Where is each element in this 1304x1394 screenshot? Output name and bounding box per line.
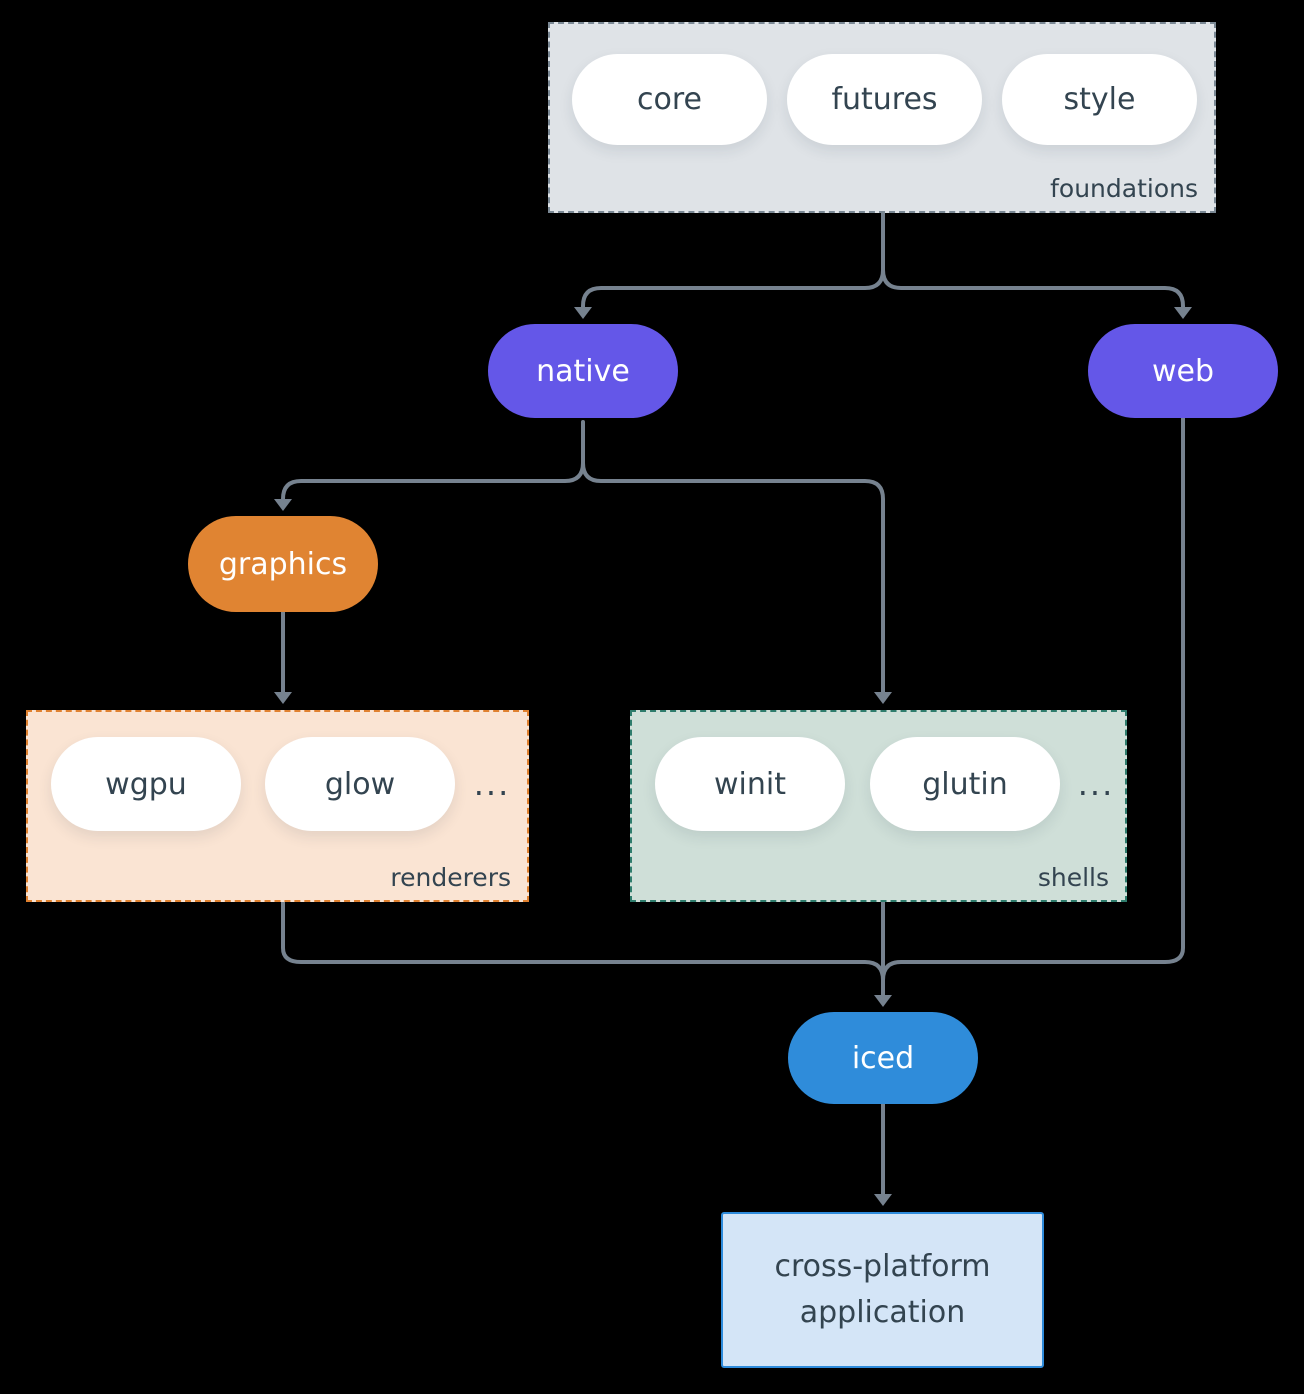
node-wgpu: wgpu	[51, 737, 241, 831]
shells-ellipsis: ...	[1077, 765, 1115, 803]
group-foundations: core futures style foundations	[548, 22, 1216, 213]
node-style-label: style	[1063, 82, 1136, 117]
node-glow-label: glow	[324, 766, 396, 802]
node-glutin: glutin	[870, 737, 1060, 831]
app-label-line1: cross-platform	[774, 1249, 991, 1284]
node-core-label: core	[637, 82, 702, 117]
node-futures: futures	[787, 54, 982, 145]
renderers-ellipsis: ...	[473, 765, 511, 803]
node-wgpu-label: wgpu	[105, 766, 187, 802]
node-futures-label: futures	[831, 82, 938, 117]
app-label-line2: application	[799, 1295, 966, 1330]
group-label-shells: shells	[1037, 863, 1109, 892]
node-graphics-label: graphics	[218, 546, 348, 582]
node-style: style	[1002, 54, 1197, 145]
node-iced: iced	[788, 1012, 978, 1104]
node-glutin-label: glutin	[922, 766, 1008, 802]
node-iced-label: iced	[851, 1040, 915, 1076]
node-web: web	[1088, 324, 1278, 418]
node-native-label: native	[536, 353, 630, 389]
group-label-foundations: foundations	[1050, 174, 1198, 203]
node-winit-label: winit	[714, 766, 786, 802]
group-shells: winit glutin ... shells	[630, 710, 1127, 902]
node-core: core	[572, 54, 767, 145]
group-label-renderers: renderers	[390, 863, 511, 892]
node-cross-platform-application: cross-platform application	[721, 1212, 1044, 1368]
node-graphics: graphics	[188, 516, 378, 612]
node-web-label: web	[1151, 353, 1215, 389]
node-glow: glow	[265, 737, 455, 831]
node-winit: winit	[655, 737, 845, 831]
group-renderers: wgpu glow ... renderers	[26, 710, 529, 902]
node-native: native	[488, 324, 678, 418]
